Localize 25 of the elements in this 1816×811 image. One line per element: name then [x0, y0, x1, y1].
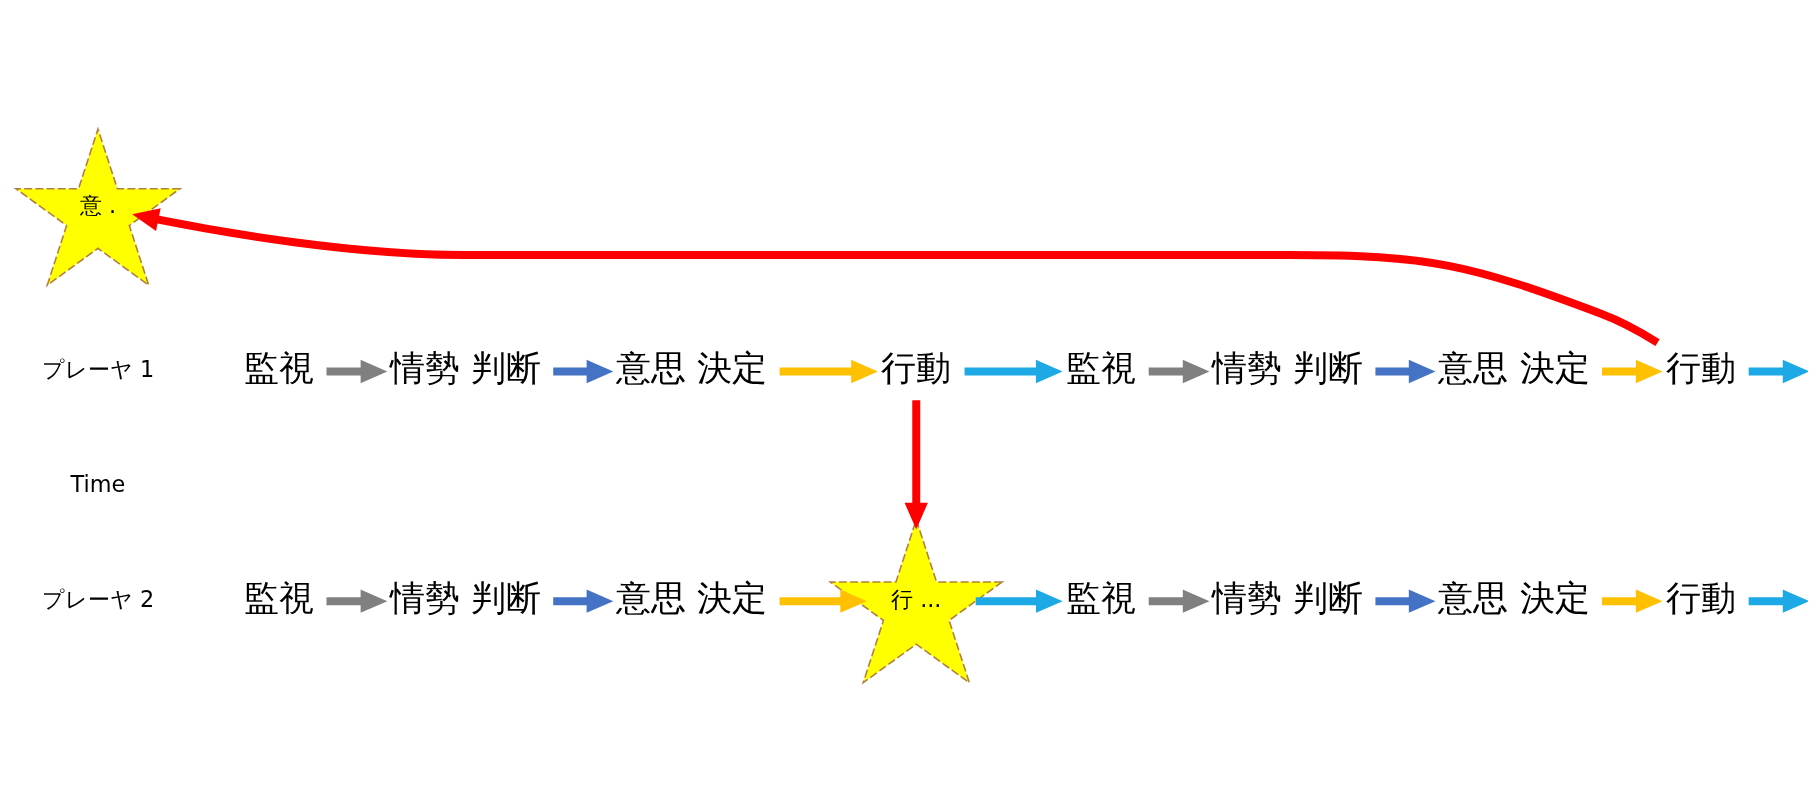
node-text: 情勢 判断: [389, 576, 541, 618]
node-text: 情勢 判断: [1211, 576, 1363, 618]
node-text: 情勢 判断: [389, 346, 541, 388]
arrow: [552, 359, 613, 383]
arrow: [1374, 359, 1436, 383]
arrow: [131, 207, 1660, 346]
node-text: 監視: [1065, 576, 1136, 618]
node-text: 行動: [1665, 346, 1736, 388]
node-text: 監視: [243, 576, 314, 618]
arrow: [975, 589, 1063, 613]
arrow: [1374, 589, 1436, 613]
label: Time: [70, 470, 125, 497]
label: プレーヤ 1: [41, 355, 154, 382]
node-text: 行動: [1665, 576, 1736, 618]
node-text: 意思 決定: [615, 346, 767, 388]
node-text: 監視: [243, 346, 314, 388]
node-text: 意思 決定: [1437, 346, 1590, 388]
node-text: 意思 決定: [1437, 576, 1590, 618]
node-text: 監視: [1065, 346, 1136, 388]
arrow: [552, 589, 613, 613]
node-text: 行動: [880, 346, 951, 388]
node-text: 情勢 判断: [1211, 346, 1363, 388]
node-text: 意思 決定: [615, 576, 767, 618]
arrow: [904, 399, 928, 529]
label: プレーヤ 2: [41, 585, 154, 612]
